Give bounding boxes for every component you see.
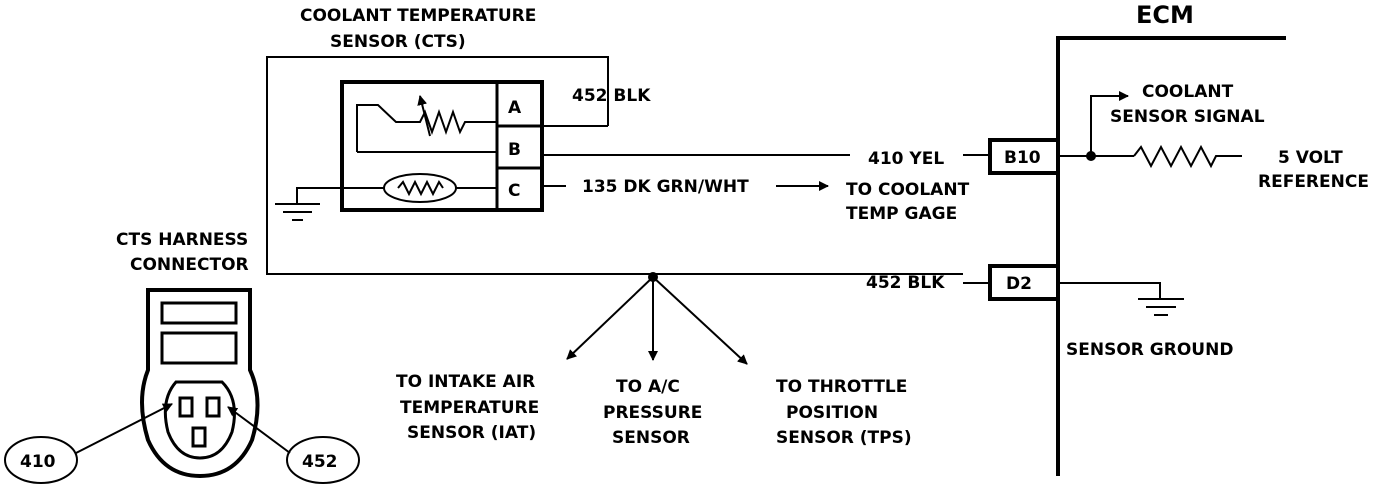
thermistor-symbol xyxy=(356,104,497,152)
connector-latch-slot xyxy=(160,331,238,365)
callout-410-bubble xyxy=(4,436,78,484)
to-gage-label-line-1: TO COOLANT xyxy=(846,180,970,200)
ground-circuit-wire xyxy=(266,56,963,275)
pin-b-wire-label: 410 YEL xyxy=(868,149,944,169)
pullup-resistor xyxy=(1133,144,1242,169)
ground-wire-label: 452 BLK xyxy=(866,273,945,293)
tps-destination-line-3: SENSOR (TPS) xyxy=(776,428,912,448)
coolant-signal-line-2: SENSOR SIGNAL xyxy=(1110,107,1265,127)
harness-title-line-2: CONNECTOR xyxy=(130,255,249,275)
ac-destination-line-2: PRESSURE xyxy=(603,403,702,423)
to-gage-label-line-2: TEMP GAGE xyxy=(846,204,957,224)
sensor-title-line-1: COOLANT TEMPERATURE xyxy=(300,6,536,26)
terminal-cavity xyxy=(205,396,221,418)
sensor-ground-label: SENSOR GROUND xyxy=(1066,340,1233,360)
sensor-title-line-2: SENSOR (CTS) xyxy=(330,32,466,52)
iat-destination-line-2: TEMPERATURE xyxy=(400,398,539,418)
gage-sender-resistor xyxy=(383,173,457,203)
terminal-cavity xyxy=(178,396,194,418)
callout-410-label: 410 xyxy=(20,452,56,472)
callout-410-arrow-icon xyxy=(75,403,173,454)
cts-pin-c-label: C xyxy=(508,181,520,201)
ac-destination-line-3: SENSOR xyxy=(612,428,690,448)
callout-452-label: 452 xyxy=(302,452,338,472)
ecm-ground-wire xyxy=(1058,282,1161,299)
cts-pin-b-label: B xyxy=(508,140,521,160)
iat-destination-line-3: SENSOR (IAT) xyxy=(407,423,536,443)
ecm-pin-b10-label: B10 xyxy=(1004,148,1041,168)
harness-title-line-1: CTS HARNESS xyxy=(116,230,248,250)
cts-sensor-body xyxy=(340,80,544,212)
ecm-boundary xyxy=(1056,36,1286,476)
harness-connector-body xyxy=(140,288,260,479)
cts-pin-a-label: A xyxy=(508,98,522,118)
to-iat-arrow-icon xyxy=(566,276,654,360)
coolant-signal-line-1: COOLANT xyxy=(1142,82,1234,102)
tps-destination-line-1: TO THROTTLE xyxy=(776,377,907,397)
sensor-ground-wire xyxy=(296,187,384,204)
signal-arrow-icon xyxy=(1090,91,1129,156)
five-volt-line-2: REFERENCE xyxy=(1258,172,1369,192)
pin-a-wire-label: 452 BLK xyxy=(572,86,651,106)
variable-arrow-icon xyxy=(417,95,431,137)
tps-destination-line-2: POSITION xyxy=(786,403,878,423)
to-tps-arrow-icon xyxy=(652,276,748,365)
ecm-pin-d2-label: D2 xyxy=(1006,274,1032,294)
terminal-cavity xyxy=(191,426,207,448)
resistor-zigzag xyxy=(397,179,444,197)
callout-452-arrow-icon xyxy=(227,406,291,454)
ecm-title: ECM xyxy=(1136,1,1194,29)
pin-c-wire-label: 135 DK GRN/WHT xyxy=(582,177,749,197)
five-volt-line-1: 5 VOLT xyxy=(1278,148,1343,168)
ac-destination-line-1: TO A/C xyxy=(616,377,680,397)
connector-latch-slot xyxy=(160,301,238,325)
iat-destination-line-1: TO INTAKE AIR xyxy=(396,372,535,392)
callout-452-bubble xyxy=(286,436,360,484)
